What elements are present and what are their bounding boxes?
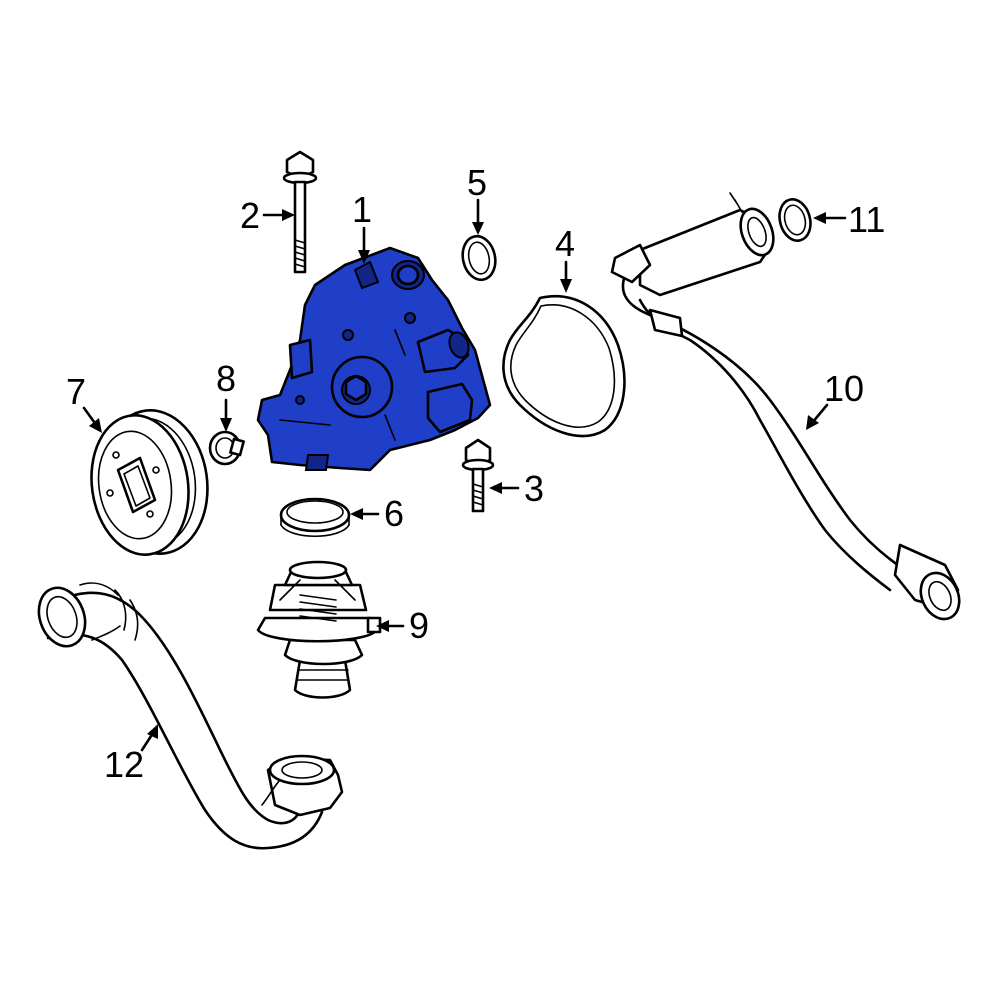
callout-8: 8 — [216, 358, 236, 399]
callout-9: 9 — [409, 605, 429, 646]
callout-11: 11 — [848, 199, 885, 240]
part-11-o-ring[interactable] — [775, 196, 815, 244]
callout-1: 1 — [352, 189, 372, 230]
part-1-water-pump[interactable] — [256, 246, 492, 472]
part-5-o-ring[interactable] — [459, 233, 499, 283]
part-3-bolt[interactable] — [461, 438, 495, 513]
callout-12: 12 — [104, 744, 144, 785]
callout-7: 7 — [66, 371, 86, 412]
part-4-gasket[interactable] — [502, 295, 626, 438]
part-7-pulley[interactable] — [83, 403, 217, 561]
callout-6: 6 — [384, 493, 404, 534]
callout-4: 4 — [555, 223, 575, 264]
leader-lines — [82, 198, 847, 752]
callout-10: 10 — [824, 368, 864, 409]
part-2-bolt[interactable] — [282, 150, 318, 274]
part-10-hose[interactable] — [610, 192, 966, 625]
part-9-thermostat[interactable] — [256, 560, 382, 699]
callout-2: 2 — [240, 195, 260, 236]
callout-3: 3 — [524, 468, 544, 509]
part-8-clamp[interactable] — [208, 430, 245, 466]
callout-5: 5 — [467, 162, 487, 203]
part-6-seal-ring[interactable] — [279, 497, 351, 538]
part-12-hose[interactable] — [31, 581, 344, 850]
